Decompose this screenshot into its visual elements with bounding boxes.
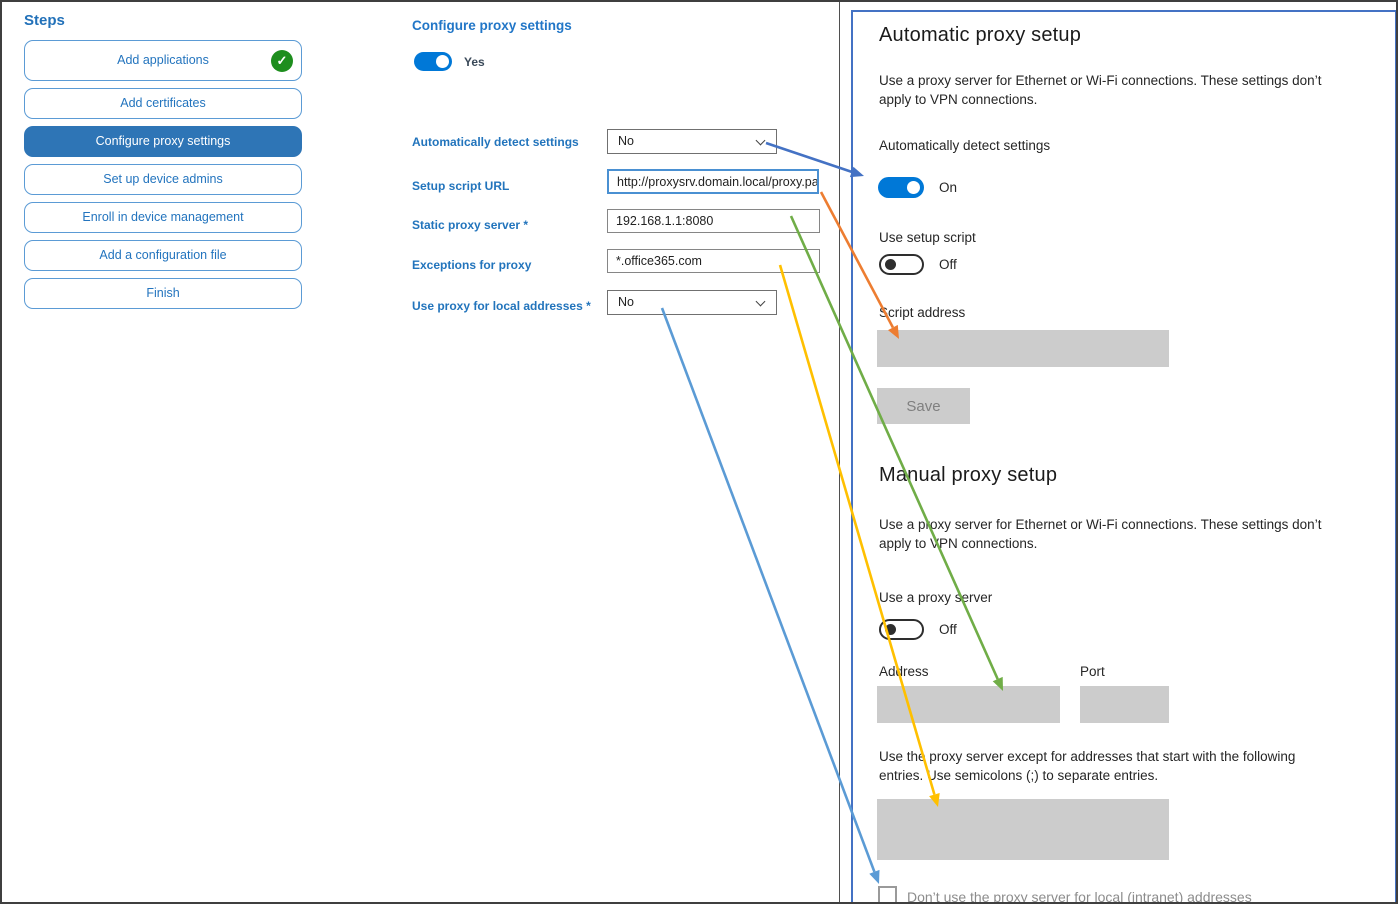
page-title: Configure proxy settings xyxy=(412,18,572,33)
field-label-use-proxy-for-local-addresses: Use proxy for local addresses * xyxy=(412,299,591,313)
local-addresses-arrow xyxy=(660,307,880,884)
use-setup-script-state: Off xyxy=(939,257,957,272)
sidebar-item-label: Finish xyxy=(146,286,180,300)
sidebar-item-label: Enroll in device management xyxy=(82,210,244,224)
steps-title: Steps xyxy=(24,12,65,29)
exceptions-for-proxy-input[interactable] xyxy=(607,249,820,273)
local-addresses-checkbox[interactable] xyxy=(878,886,897,902)
toggle-knob xyxy=(885,259,896,270)
toggle-knob xyxy=(885,624,896,635)
use-proxy-server-toggle[interactable] xyxy=(879,619,924,640)
sidebar-item-label: Add applications xyxy=(117,53,209,67)
save-button[interactable]: Save xyxy=(877,388,970,424)
configure-proxy-toggle[interactable] xyxy=(414,52,452,71)
script-address-label: Script address xyxy=(879,305,966,320)
sidebar-item-configure-proxy-settings[interactable]: Configure proxy settings xyxy=(24,126,302,157)
sidebar-item-label: Add a configuration file xyxy=(99,248,227,262)
use-proxy-for-local-addresses-select[interactable]: No xyxy=(607,290,777,315)
automatic-proxy-setup-heading: Automatic proxy setup xyxy=(879,24,1082,46)
manual-proxy-description: Use a proxy server for Ethernet or Wi-Fi… xyxy=(879,517,1322,551)
sidebar-item-finish[interactable]: Finish xyxy=(24,278,302,309)
port-label: Port xyxy=(1080,664,1105,679)
detect-settings-state: On xyxy=(939,180,958,195)
sidebar-item-set-up-device-admins[interactable]: Set up device admins xyxy=(24,164,302,195)
script-address-input[interactable] xyxy=(877,330,1169,367)
windows-proxy-settings-panel: Automatic proxy setup Use a proxy server… xyxy=(851,10,1396,904)
detect-settings-label: Automatically detect settings xyxy=(879,138,1051,153)
sidebar-item-add-certificates[interactable]: Add certificates xyxy=(24,88,302,119)
completed-check-icon: ✓ xyxy=(271,49,293,72)
sidebar-item-label: Configure proxy settings xyxy=(95,134,231,148)
chevron-down-icon xyxy=(755,296,766,307)
toggle-knob xyxy=(436,55,449,68)
use-setup-script-label: Use setup script xyxy=(879,230,976,245)
use-proxy-server-label: Use a proxy server xyxy=(879,590,993,605)
field-label-static-proxy-server: Static proxy server * xyxy=(412,218,529,232)
automatic-proxy-description: Use a proxy server for Ethernet or Wi-Fi… xyxy=(879,73,1322,107)
toggle-knob xyxy=(907,181,920,194)
section-divider xyxy=(839,2,840,902)
proxy-port-input[interactable] xyxy=(1080,686,1169,723)
use-setup-script-toggle[interactable] xyxy=(879,254,924,275)
sidebar-item-label: Add certificates xyxy=(120,96,206,110)
field-label-setup-script-url: Setup script URL xyxy=(412,179,510,193)
automatically-detect-settings-select[interactable]: No xyxy=(607,129,777,154)
sidebar-item-add-a-configuration-file[interactable]: Add a configuration file xyxy=(24,240,302,271)
proxy-exceptions-textarea[interactable] xyxy=(877,799,1169,860)
manual-proxy-setup-heading: Manual proxy setup xyxy=(879,464,1058,486)
sidebar-item-add-applications[interactable]: Add applications ✓ xyxy=(24,40,302,81)
field-label-automatically-detect-settings: Automatically detect settings xyxy=(412,135,579,149)
sidebar-item-label: Set up device admins xyxy=(103,172,223,186)
chevron-down-icon xyxy=(755,135,766,146)
address-label: Address xyxy=(879,664,929,679)
field-label-exceptions-for-proxy: Exceptions for proxy xyxy=(412,258,532,272)
proxy-address-input[interactable] xyxy=(877,686,1060,723)
setup-script-url-input[interactable] xyxy=(607,169,819,194)
proxy-exceptions-help: Use the proxy server except for addresse… xyxy=(879,749,1296,783)
use-proxy-server-state: Off xyxy=(939,622,957,637)
select-value: No xyxy=(618,295,634,309)
detect-settings-toggle[interactable] xyxy=(878,177,924,198)
local-addresses-checkbox-label: Don’t use the proxy server for local (in… xyxy=(907,889,1252,904)
select-value: No xyxy=(618,134,634,148)
sidebar-item-enroll-in-device-management[interactable]: Enroll in device management xyxy=(24,202,302,233)
configure-proxy-toggle-label: Yes xyxy=(464,55,485,69)
static-proxy-server-input[interactable] xyxy=(607,209,820,233)
